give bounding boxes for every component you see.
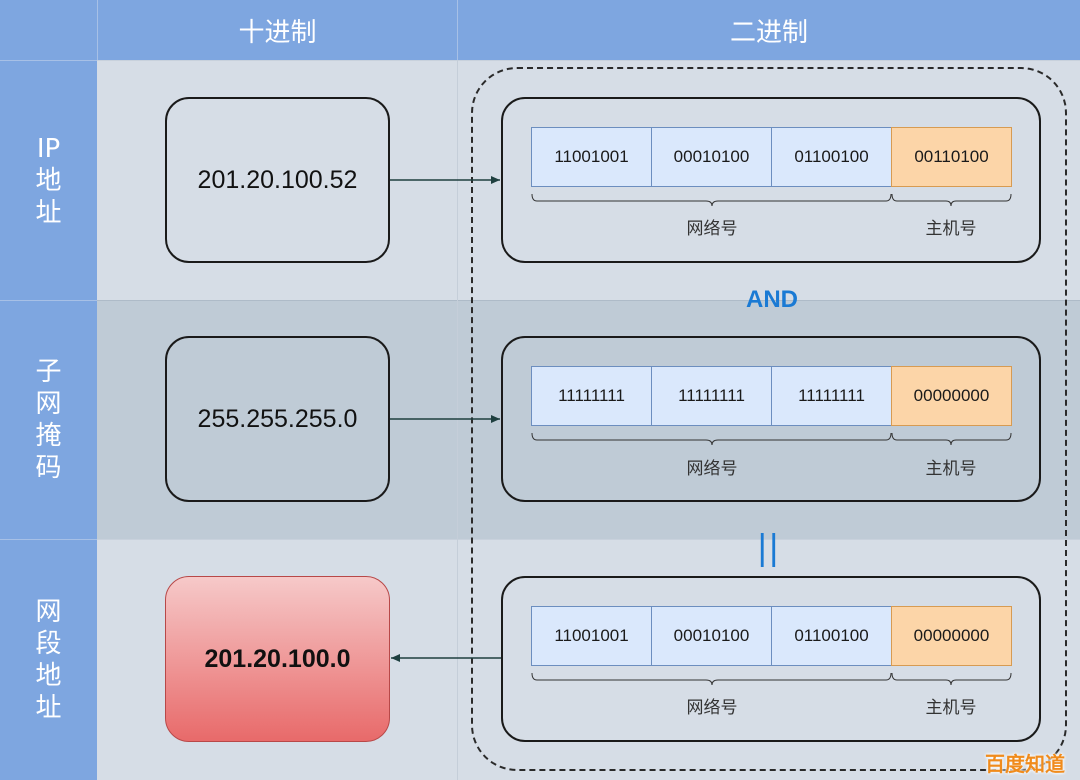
decimal-network-box: 201.20.100.0	[165, 576, 390, 742]
octet-row-ip: 11001001 00010100 01100100 00110100	[531, 127, 1012, 187]
octet-cell: 00010100	[651, 606, 772, 666]
octet-cell-host: 00000000	[891, 366, 1012, 426]
octet-row-network: 11001001 00010100 01100100 00000000	[531, 606, 1012, 666]
equals-operator: ||	[756, 528, 780, 568]
octet-cell: 00010100	[651, 127, 772, 187]
and-operator: AND	[746, 286, 798, 313]
row-label-ip: IP地址	[0, 60, 97, 300]
row-label-ip-text: IP地址	[35, 133, 62, 228]
octet-cell: 11001001	[531, 606, 652, 666]
watermark-logo: 百度知道	[985, 751, 1065, 776]
network-brace-mask	[531, 432, 892, 446]
octet-cell-host: 00000000	[891, 606, 1012, 666]
host-label-ip: 主机号	[925, 219, 977, 239]
decimal-network-text: 201.20.100.0	[204, 644, 351, 673]
host-brace-ip	[891, 193, 1012, 207]
network-brace-network	[531, 672, 892, 686]
decimal-mask-box: 255.255.255.0	[165, 336, 390, 502]
row-label-mask-text: 子网掩码	[35, 357, 62, 483]
binary-network-box	[501, 576, 1041, 742]
header-corner	[0, 0, 97, 60]
header-decimal: 十进制	[97, 0, 457, 60]
decimal-ip-text: 201.20.100.52	[197, 165, 358, 194]
header-binary: 二进制	[457, 0, 1080, 60]
host-label-mask: 主机号	[925, 459, 977, 479]
octet-cell-host: 00110100	[891, 127, 1012, 187]
network-label-mask: 网络号	[686, 459, 738, 479]
column-divider	[457, 60, 458, 780]
octet-cell: 11111111	[771, 366, 892, 426]
binary-ip-box	[501, 97, 1041, 263]
network-brace-ip	[531, 193, 892, 207]
decimal-mask-text: 255.255.255.0	[197, 404, 358, 433]
host-brace-mask	[891, 432, 1012, 446]
octet-row-mask: 11111111 11111111 11111111 00000000	[531, 366, 1012, 426]
network-label-network: 网络号	[686, 698, 738, 718]
host-brace-network	[891, 672, 1012, 686]
row-label-mask: 子网掩码	[0, 300, 97, 539]
octet-cell: 01100100	[771, 127, 892, 187]
binary-mask-box	[501, 336, 1041, 502]
octet-cell: 01100100	[771, 606, 892, 666]
decimal-ip-box: 201.20.100.52	[165, 97, 390, 263]
row-label-network: 网段地址	[0, 539, 97, 780]
octet-cell: 11001001	[531, 127, 652, 187]
octet-cell: 11111111	[651, 366, 772, 426]
network-label-ip: 网络号	[686, 219, 738, 239]
host-label-network: 主机号	[925, 698, 977, 718]
row-label-network-text: 网段地址	[35, 597, 62, 723]
